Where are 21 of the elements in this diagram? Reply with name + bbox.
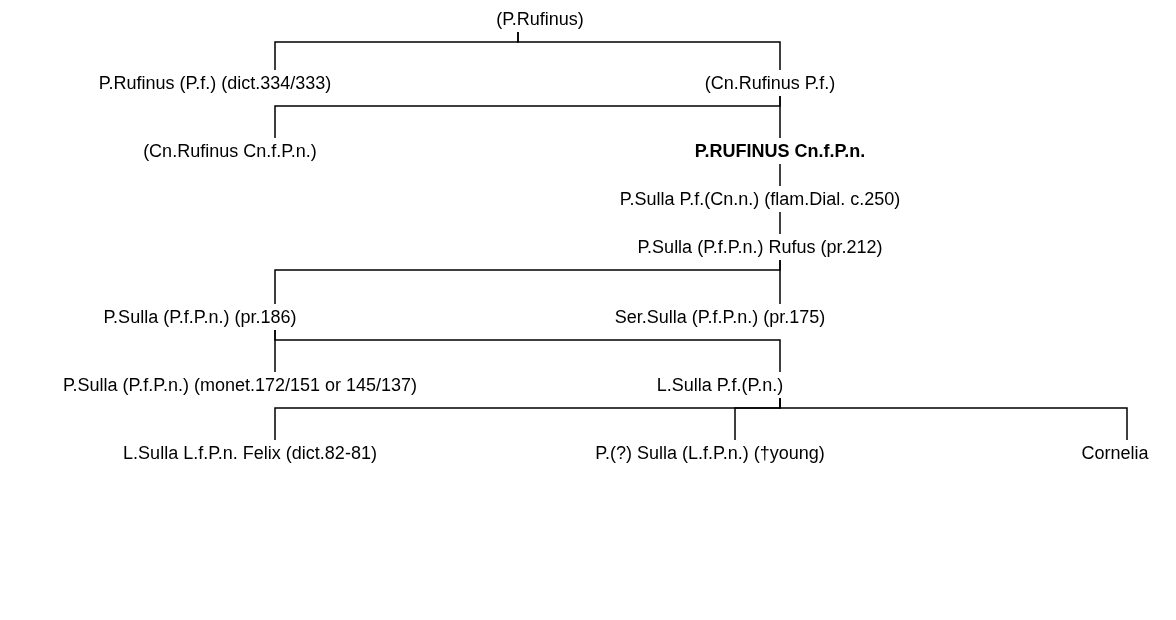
connector-line: [274, 329, 781, 373]
person-name: (P.Rufinus): [496, 8, 584, 30]
connector-line: [779, 95, 781, 139]
person-name: L.Sulla P.f.(P.n.): [656, 374, 784, 396]
person-name: P.Sulla P.f.(Cn.n.) (flam.Dial. c.250): [619, 188, 901, 210]
connector-line: [779, 211, 781, 235]
person-name: Ser.Sulla (P.f.P.n.) (pr.175): [614, 306, 826, 328]
connector-line: [779, 397, 1128, 441]
person-name: P.Sulla (P.f.P.n.) (pr.186): [103, 306, 297, 328]
connector-line: [779, 259, 781, 305]
person-name: (Cn.Rufinus Cn.f.P.n.): [143, 140, 317, 162]
person-name: (Cn.Rufinus P.f.): [704, 72, 836, 94]
person-name: Cornelia: [1081, 442, 1149, 464]
connector-line: [779, 163, 781, 187]
person-name: P.RUFINUS Cn.f.P.n.: [694, 140, 866, 162]
person-name: P.(?) Sulla (L.f.P.n.) (†young): [595, 442, 825, 464]
person-name: P.Rufinus (P.f.) (dict.334/333): [98, 72, 332, 94]
connector-line: [517, 31, 781, 71]
person-name: P.Sulla (P.f.P.n.) Rufus (pr.212): [637, 236, 883, 258]
person-name: P.Sulla (P.f.P.n.) (monet.172/151 or 145/137): [62, 374, 418, 396]
person-name: L.Sulla L.f.P.n. Felix (dict.82-81): [123, 442, 377, 464]
